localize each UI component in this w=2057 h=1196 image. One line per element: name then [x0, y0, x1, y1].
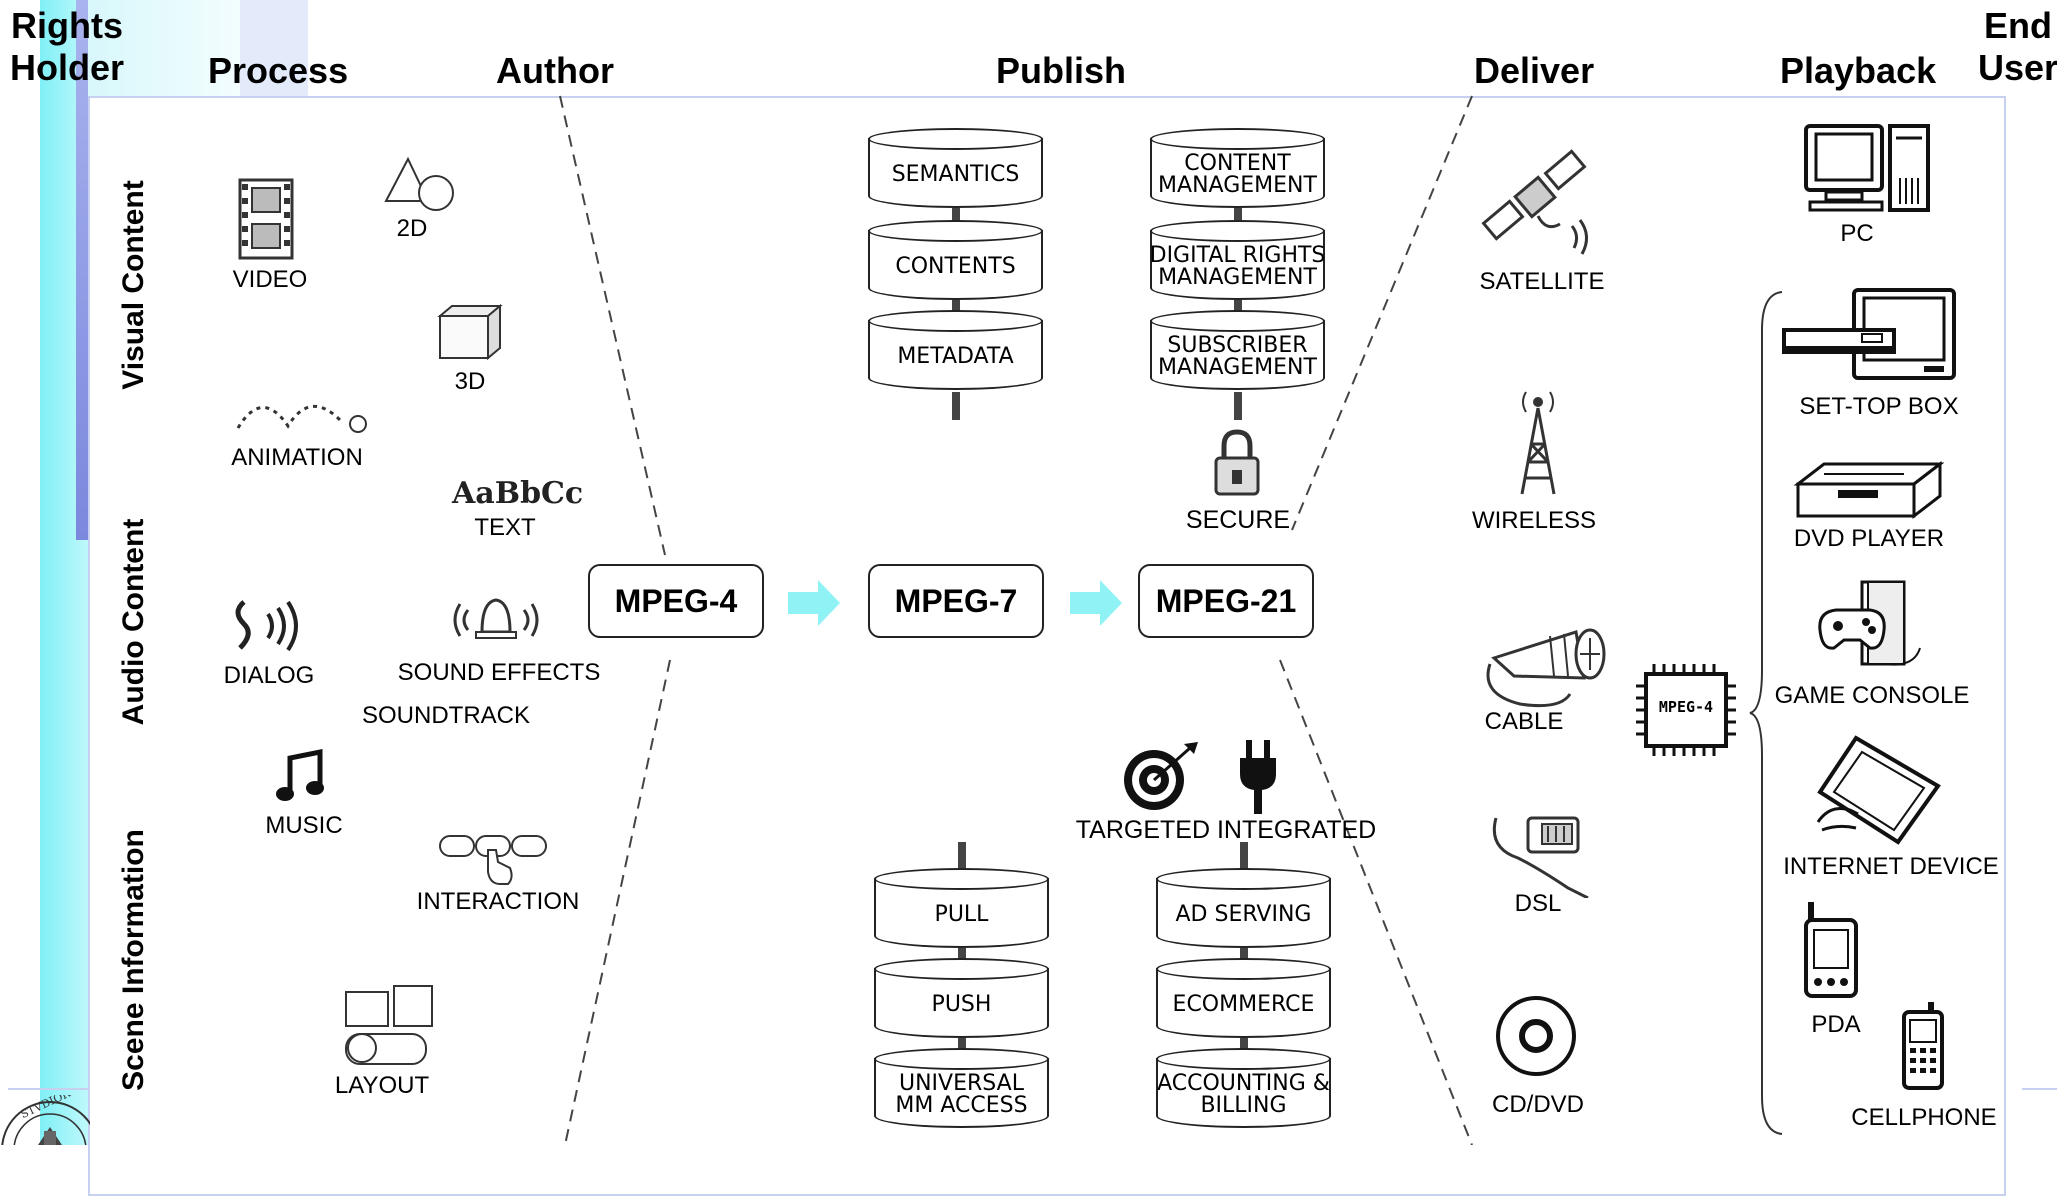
cylinder-push: PUSH — [874, 958, 1049, 1038]
animation-icon — [236, 404, 367, 433]
label-wireless: WIRELESS — [1471, 507, 1597, 534]
connector — [1240, 842, 1248, 878]
pc-icon — [1804, 124, 1930, 212]
label-video: VIDEO — [232, 266, 308, 293]
interaction-icon — [439, 835, 547, 885]
arrow-mpeg7-to-mpeg21 — [1070, 580, 1122, 626]
label-cellphone: CELLPHONE — [1851, 1104, 1997, 1131]
top-light-square — [240, 0, 308, 96]
dvd-player-icon — [1794, 460, 1944, 520]
label-3d: 3D — [454, 368, 486, 395]
label-satellite: SATELLITE — [1479, 268, 1605, 295]
label-internet-device: INTERNET DEVICE — [1783, 853, 1999, 880]
label-layout: LAYOUT — [334, 1072, 430, 1099]
label-dialog: DIALOG — [223, 662, 315, 689]
text-sample-icon: AaBbCc — [452, 476, 584, 511]
label-text: TEXT — [474, 514, 536, 541]
bottom-right-line — [2022, 1088, 2057, 1090]
label-targeted-integrated: TARGETED INTEGRATED — [1075, 816, 1377, 844]
cylinder-content-management: CONTENT MANAGEMENT — [1150, 128, 1325, 208]
cylinder-pull: PULL — [874, 868, 1049, 948]
cylinder-semantics: SEMANTICS — [868, 128, 1043, 208]
label-cable: CABLE — [1484, 708, 1564, 735]
internet-device-icon — [1816, 735, 1941, 845]
dialog-icon — [235, 600, 298, 652]
university-seal-icon: STVDIORV — [1, 1095, 90, 1145]
connector — [952, 300, 960, 314]
connector — [1240, 1038, 1248, 1052]
connector — [952, 392, 960, 420]
cylinder-subscriber-management: SUBSCRIBER MANAGEMENT — [1150, 310, 1325, 390]
label-music: MUSIC — [265, 812, 343, 839]
divider-lines — [559, 95, 1473, 1145]
label-soundtrack: SOUNDTRACK — [361, 702, 531, 729]
cellphone-icon — [1902, 1002, 1944, 1090]
mpeg4-chip-icon — [1636, 664, 1736, 756]
wireless-tower-icon — [1520, 391, 1556, 495]
chip-label: MPEG-4 — [1658, 698, 1714, 716]
label-pc: PC — [1840, 220, 1874, 247]
target-icon — [1124, 742, 1198, 810]
header-publish: Publish — [996, 50, 1127, 91]
video-film-icon — [238, 178, 294, 260]
plug-icon — [1240, 740, 1276, 814]
header-end-user: End User — [1978, 5, 2057, 88]
label-dvd-player: DVD PLAYER — [1793, 525, 1945, 552]
header-process: Process — [208, 50, 349, 91]
connector — [1240, 948, 1248, 962]
3d-cube-icon — [437, 303, 503, 361]
header-playback: Playback — [1780, 50, 1937, 91]
header-author: Author — [496, 50, 614, 91]
label-animation: ANIMATION — [231, 444, 363, 471]
set-top-box-icon — [1782, 288, 1956, 380]
left-accent-stripe — [76, 0, 88, 540]
header-rights-holder: Rights Holder — [10, 5, 125, 88]
connector — [952, 208, 960, 222]
label-game-console: GAME CONSOLE — [1774, 682, 1970, 709]
header-deliver: Deliver — [1474, 50, 1595, 91]
connector — [1234, 300, 1242, 314]
label-secure: SECURE — [1185, 506, 1291, 534]
mpeg7-box: MPEG-7 — [868, 564, 1044, 638]
cylinder-universal-mm-access: UNIVERSAL MM ACCESS — [874, 1048, 1049, 1128]
label-dsl: DSL — [1514, 890, 1562, 917]
cylinder-digital-rights-management: DIGITAL RIGHTS MANAGEMENT — [1150, 220, 1325, 300]
lock-icon — [1214, 429, 1260, 496]
game-console-icon — [1818, 580, 1921, 666]
cylinder-metadata: METADATA — [868, 310, 1043, 390]
connector — [958, 1038, 966, 1052]
sound-effects-bell-icon — [453, 598, 539, 639]
label-interaction: INTERACTION — [416, 888, 580, 915]
cable-connector-icon — [1486, 628, 1606, 708]
label-2d: 2D — [396, 215, 428, 242]
cylinder-contents: CONTENTS — [868, 220, 1043, 300]
cylinder-ecommerce: ECOMMERCE — [1156, 958, 1331, 1038]
cd-dvd-icon — [1496, 996, 1576, 1076]
bottom-left-line — [8, 1088, 88, 1090]
connector — [958, 842, 966, 878]
label-set-top-box: SET-TOP BOX — [1799, 393, 1959, 420]
mpeg21-box: MPEG-21 — [1138, 564, 1314, 638]
pda-icon — [1804, 902, 1858, 998]
dsl-connector-icon — [1492, 816, 1589, 898]
satellite-icon — [1481, 149, 1588, 255]
connector — [958, 948, 966, 962]
music-note-icon — [276, 748, 324, 801]
mpeg4-box: MPEG-4 — [588, 564, 764, 638]
connector — [1234, 392, 1242, 420]
label-sound-effects: SOUND EFFECTS — [397, 659, 601, 686]
playback-brace — [1749, 291, 1783, 1135]
label-pda: PDA — [1811, 1011, 1861, 1038]
label-cd-dvd: CD/DVD — [1491, 1091, 1585, 1118]
arrow-mpeg4-to-mpeg7 — [788, 580, 840, 626]
2d-shapes-icon — [384, 156, 454, 211]
cylinder-ad-serving: AD SERVING — [1156, 868, 1331, 948]
layout-icon — [345, 985, 433, 1065]
connector — [1234, 208, 1242, 222]
cylinder-accounting-billing: ACCOUNTING & BILLING — [1156, 1048, 1331, 1128]
